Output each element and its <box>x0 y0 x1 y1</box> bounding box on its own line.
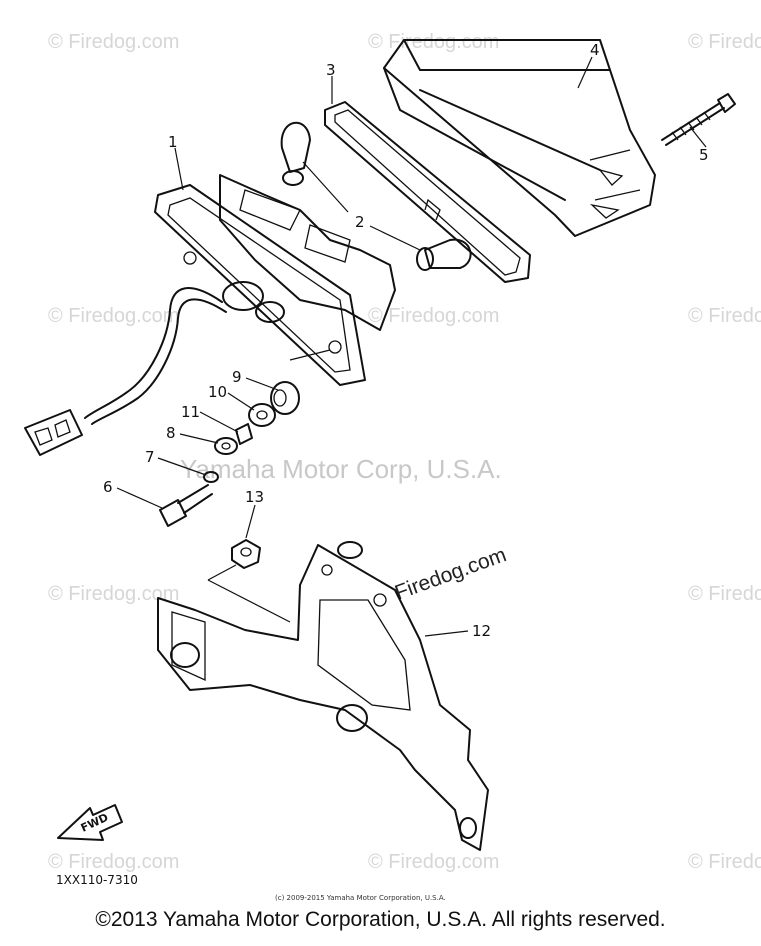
watermark: © Firedog.com <box>48 851 179 873</box>
watermark: © Firedog.com <box>368 305 499 327</box>
watermark: © Firedog.com <box>688 851 761 873</box>
part-nut <box>231 539 261 569</box>
part-lamp-base <box>154 174 396 386</box>
callout-1: 1 <box>168 133 178 151</box>
callout-10: 10 <box>208 383 227 401</box>
part-wire-harness <box>24 287 227 456</box>
callout-4: 4 <box>590 41 600 59</box>
part-bulb-lower <box>416 238 472 271</box>
callout-labels: 1 2 3 4 5 6 7 8 9 10 11 12 13 <box>103 41 709 640</box>
watermark: © Firedog.com <box>688 305 761 327</box>
watermark-layer: © Firedog.com © Firedog.com © Firedog.co… <box>48 31 761 873</box>
watermark: © Firedog.com <box>368 31 499 53</box>
watermark: © Firedog.com <box>48 305 179 327</box>
copyright-notice: ©2013 Yamaha Motor Corporation, U.S.A. A… <box>95 908 666 931</box>
part-lens <box>383 39 656 237</box>
watermark-center: Yamaha Motor Corp, U.S.A. <box>180 454 502 484</box>
part-grommet-stack <box>203 381 300 483</box>
leader-lines <box>116 56 707 637</box>
callout-7: 7 <box>145 448 155 466</box>
part-bolt <box>159 484 213 527</box>
part-code: 1XX110-7310 <box>56 873 138 887</box>
watermark: © Firedog.com <box>48 31 179 53</box>
callout-8: 8 <box>166 424 176 442</box>
watermark: © Firedog.com <box>688 583 761 605</box>
callout-3: 3 <box>326 61 336 79</box>
part-bulb-upper <box>280 121 311 186</box>
callout-11: 11 <box>181 403 200 421</box>
callout-6: 6 <box>103 478 113 496</box>
watermark: © Firedog.com <box>688 31 761 53</box>
part-gasket <box>324 101 531 283</box>
watermark-angled: Firedog.com <box>392 543 510 605</box>
watermark: © Firedog.com <box>48 583 179 605</box>
callout-5: 5 <box>699 146 709 164</box>
callout-2: 2 <box>355 213 365 231</box>
callout-12: 12 <box>472 622 491 640</box>
part-bracket <box>157 541 489 851</box>
small-copyright: (c) 2009-2015 Yamaha Motor Corporation, … <box>275 894 446 902</box>
callout-13: 13 <box>245 488 264 506</box>
part-screw <box>661 93 736 146</box>
fwd-arrow: FWD <box>57 804 123 841</box>
callout-9: 9 <box>232 368 242 386</box>
watermark: © Firedog.com <box>368 851 499 873</box>
